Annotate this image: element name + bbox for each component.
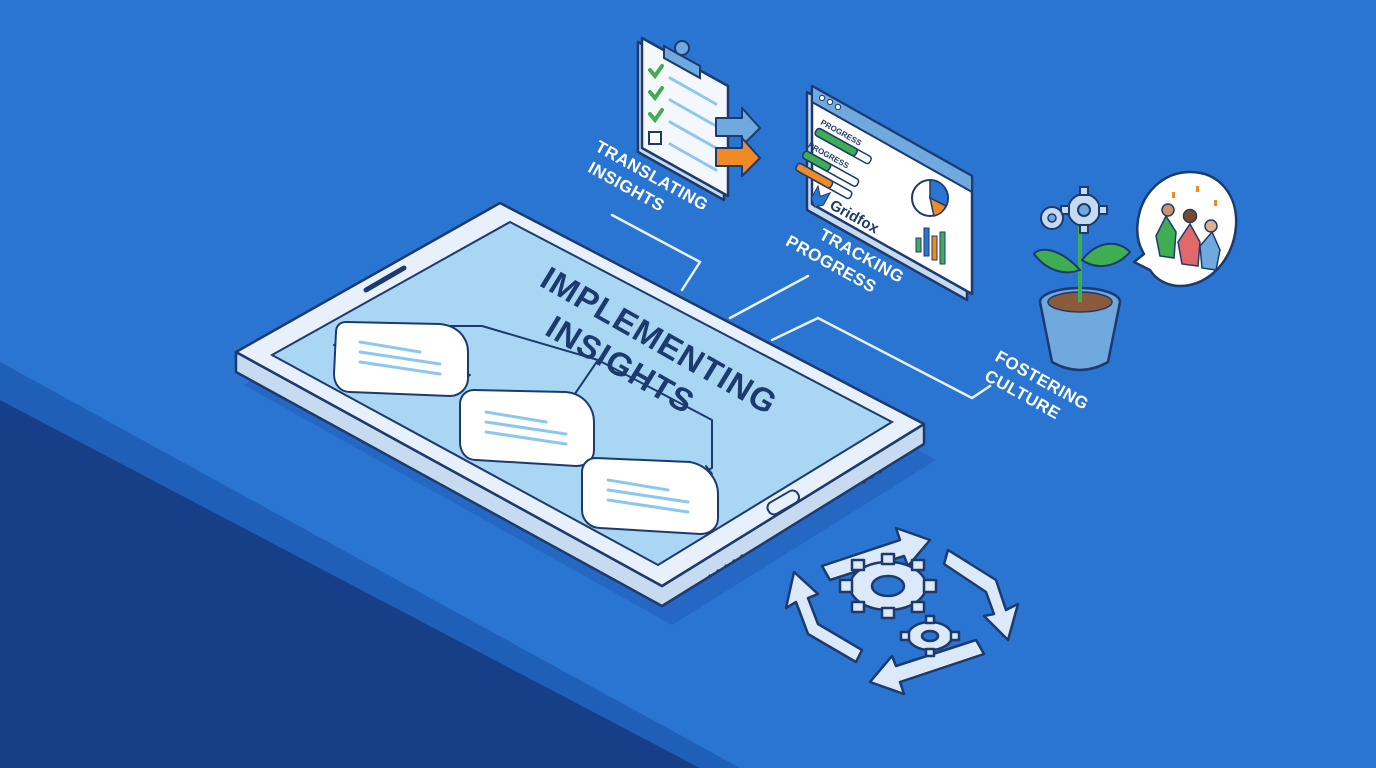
connector-lines — [610, 213, 992, 400]
screen-card-3 — [581, 456, 719, 536]
home-button — [766, 489, 801, 516]
pie-chart-icon — [911, 179, 949, 217]
dashboard-window-icon: PROGRESS PROGRESS Gridfox — [795, 84, 974, 302]
speaker-dots — [708, 470, 882, 578]
tablet-screen — [269, 220, 895, 567]
desk-front — [0, 400, 700, 768]
connector-fostering — [770, 316, 992, 400]
progress-bar-2-fill — [801, 150, 832, 172]
bar-chart-icon — [915, 227, 946, 265]
connector-translating — [610, 213, 702, 292]
forward-arrows-icon — [715, 107, 761, 177]
clipboard-checklist-icon — [636, 36, 730, 202]
progress-bar-3-fill — [795, 162, 834, 189]
tablet: IMPLEMENTING INSIGHTS — [234, 201, 936, 625]
plant-gears-icon — [1032, 186, 1132, 372]
desk-edge — [0, 362, 740, 768]
tablet-speaker — [363, 265, 407, 293]
screen-card-1 — [332, 320, 471, 398]
progress-bar-1-fill — [814, 127, 858, 157]
screen-card-2 — [459, 388, 595, 468]
connector-tracking — [728, 274, 810, 320]
gear-cycle-icon — [784, 526, 1020, 696]
celebrating-team-icon — [1132, 170, 1238, 288]
